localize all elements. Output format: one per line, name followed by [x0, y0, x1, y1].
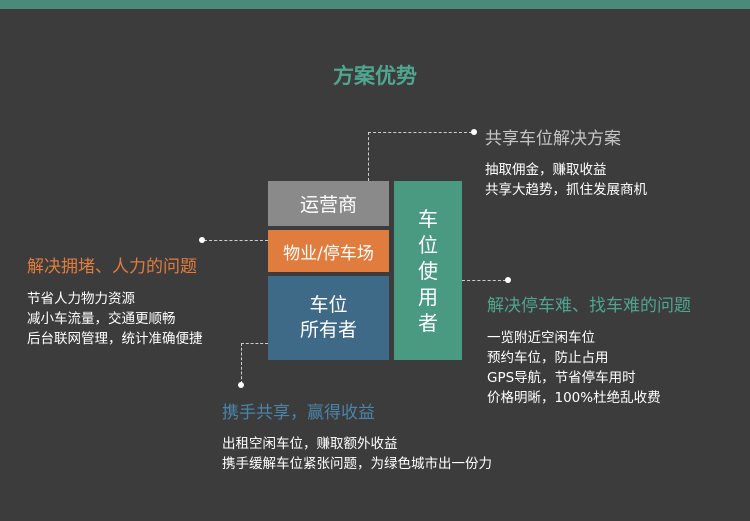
parking-lot-box: 物业/停车场 — [268, 230, 389, 272]
connector-bottom-dot — [238, 382, 244, 388]
connector-top-dot — [471, 129, 477, 135]
top-accent-bar — [0, 0, 750, 9]
parking-lot-label: 物业/停车场 — [283, 243, 374, 264]
operator-label: 运营商 — [299, 194, 357, 216]
user-label-char: 车 — [418, 206, 438, 231]
owner-label-line: 所有者 — [299, 319, 357, 341]
spot-user-box: 车 位 使 用 者 — [394, 181, 462, 360]
owner-label-line: 车位 — [309, 294, 348, 316]
operator-box: 运营商 — [268, 181, 389, 226]
congestion-heading: 解决拥堵、人力的问题 — [27, 257, 197, 277]
user-label-char: 用 — [418, 284, 438, 309]
description-line: 出租空闲车位，赚取额外收益 — [222, 436, 398, 452]
solution-heading: 共享车位解决方案 — [485, 129, 621, 149]
connector-left-dot — [199, 237, 205, 243]
connector-left-horizontal — [204, 240, 268, 241]
connector-right-horizontal — [462, 280, 506, 281]
solution-description: 抽取佣金，赚取收益 共享大趋势，抓住发展商机 — [485, 160, 647, 200]
description-line: 携手缓解车位紧张问题，为绿色城市出一份力 — [222, 456, 492, 472]
connector-bottom-vertical — [241, 343, 242, 384]
description-line: 共享大趋势，抓住发展商机 — [485, 182, 647, 198]
user-label-char: 位 — [418, 232, 438, 257]
user-label-char: 使 — [418, 258, 438, 283]
description-line: GPS导航，节省停车用时 — [487, 370, 636, 386]
parking-difficulty-heading: 解决停车难、找车难的问题 — [487, 296, 691, 316]
connector-bottom-horizontal — [241, 343, 268, 344]
description-line: 后台联网管理，统计准确便捷 — [27, 331, 203, 347]
share-benefit-description: 出租空闲车位，赚取额外收益 携手缓解车位紧张问题，为绿色城市出一份力 — [222, 434, 492, 474]
user-label-char: 者 — [418, 310, 438, 335]
connector-top-vertical — [368, 132, 369, 181]
parking-difficulty-description: 一览附近空闲车位 预约车位，防止占用 GPS导航，节省停车用时 价格明晰，100… — [487, 328, 661, 408]
description-line: 抽取佣金，赚取收益 — [485, 162, 607, 178]
description-line: 价格明晰，100%杜绝乱收费 — [487, 390, 661, 406]
description-line: 节省人力物力资源 — [27, 291, 135, 307]
description-line: 预约车位，防止占用 — [487, 350, 609, 366]
page-title: 方案优势 — [333, 64, 417, 88]
connector-top-horizontal — [368, 132, 472, 133]
connector-right-dot — [505, 277, 511, 283]
share-benefit-heading: 携手共享，赢得收益 — [222, 403, 375, 423]
spot-owner-box: 车位 所有者 — [268, 276, 389, 360]
congestion-description: 节省人力物力资源 减小车流量，交通更顺畅 后台联网管理，统计准确便捷 — [27, 289, 203, 349]
description-line: 一览附近空闲车位 — [487, 330, 595, 346]
description-line: 减小车流量，交通更顺畅 — [27, 311, 176, 327]
